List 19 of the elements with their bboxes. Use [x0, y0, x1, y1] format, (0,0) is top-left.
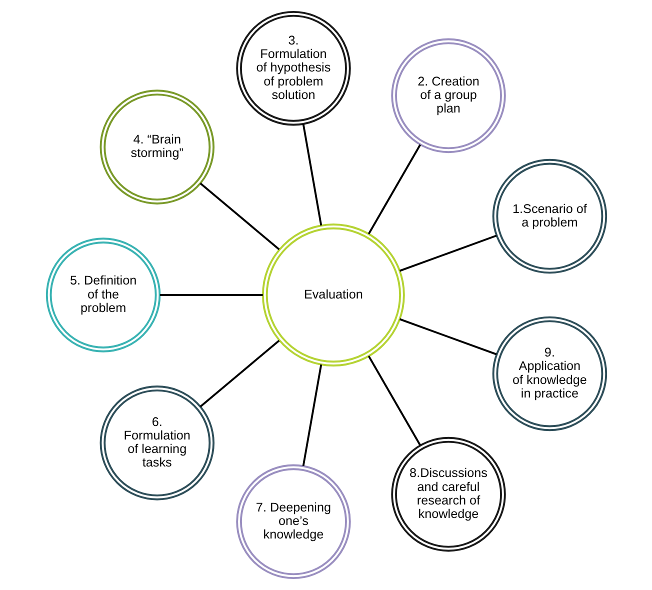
connector: [302, 364, 322, 466]
node-circle: 7. Deepening one’s knowledge: [236, 464, 350, 580]
node-circle: 3. Formulation of hypothesis of problem solution: [236, 10, 350, 126]
node-circle: 1.Scenario of a problem: [492, 158, 607, 274]
node-circle: 5. Definition of the problem: [45, 238, 160, 352]
connector: [367, 356, 421, 446]
node-circle: Evaluation: [261, 224, 404, 366]
node-circle: 8.Discussions and careful research of knowledge: [390, 436, 506, 552]
node-circle: 4. “Brain storming”: [99, 90, 214, 204]
connector: [398, 318, 496, 356]
connector: [367, 144, 421, 234]
connector: [302, 124, 322, 226]
connector: [159, 294, 262, 296]
node-circle: 6. Formulation of learning tasks: [99, 386, 214, 500]
node-circle: 9. Application of knowledge in practice: [492, 316, 607, 432]
connector: [398, 234, 496, 272]
connector: [199, 182, 280, 250]
node-circle: 2. Creation of a group plan: [390, 38, 506, 154]
connector: [199, 340, 280, 408]
